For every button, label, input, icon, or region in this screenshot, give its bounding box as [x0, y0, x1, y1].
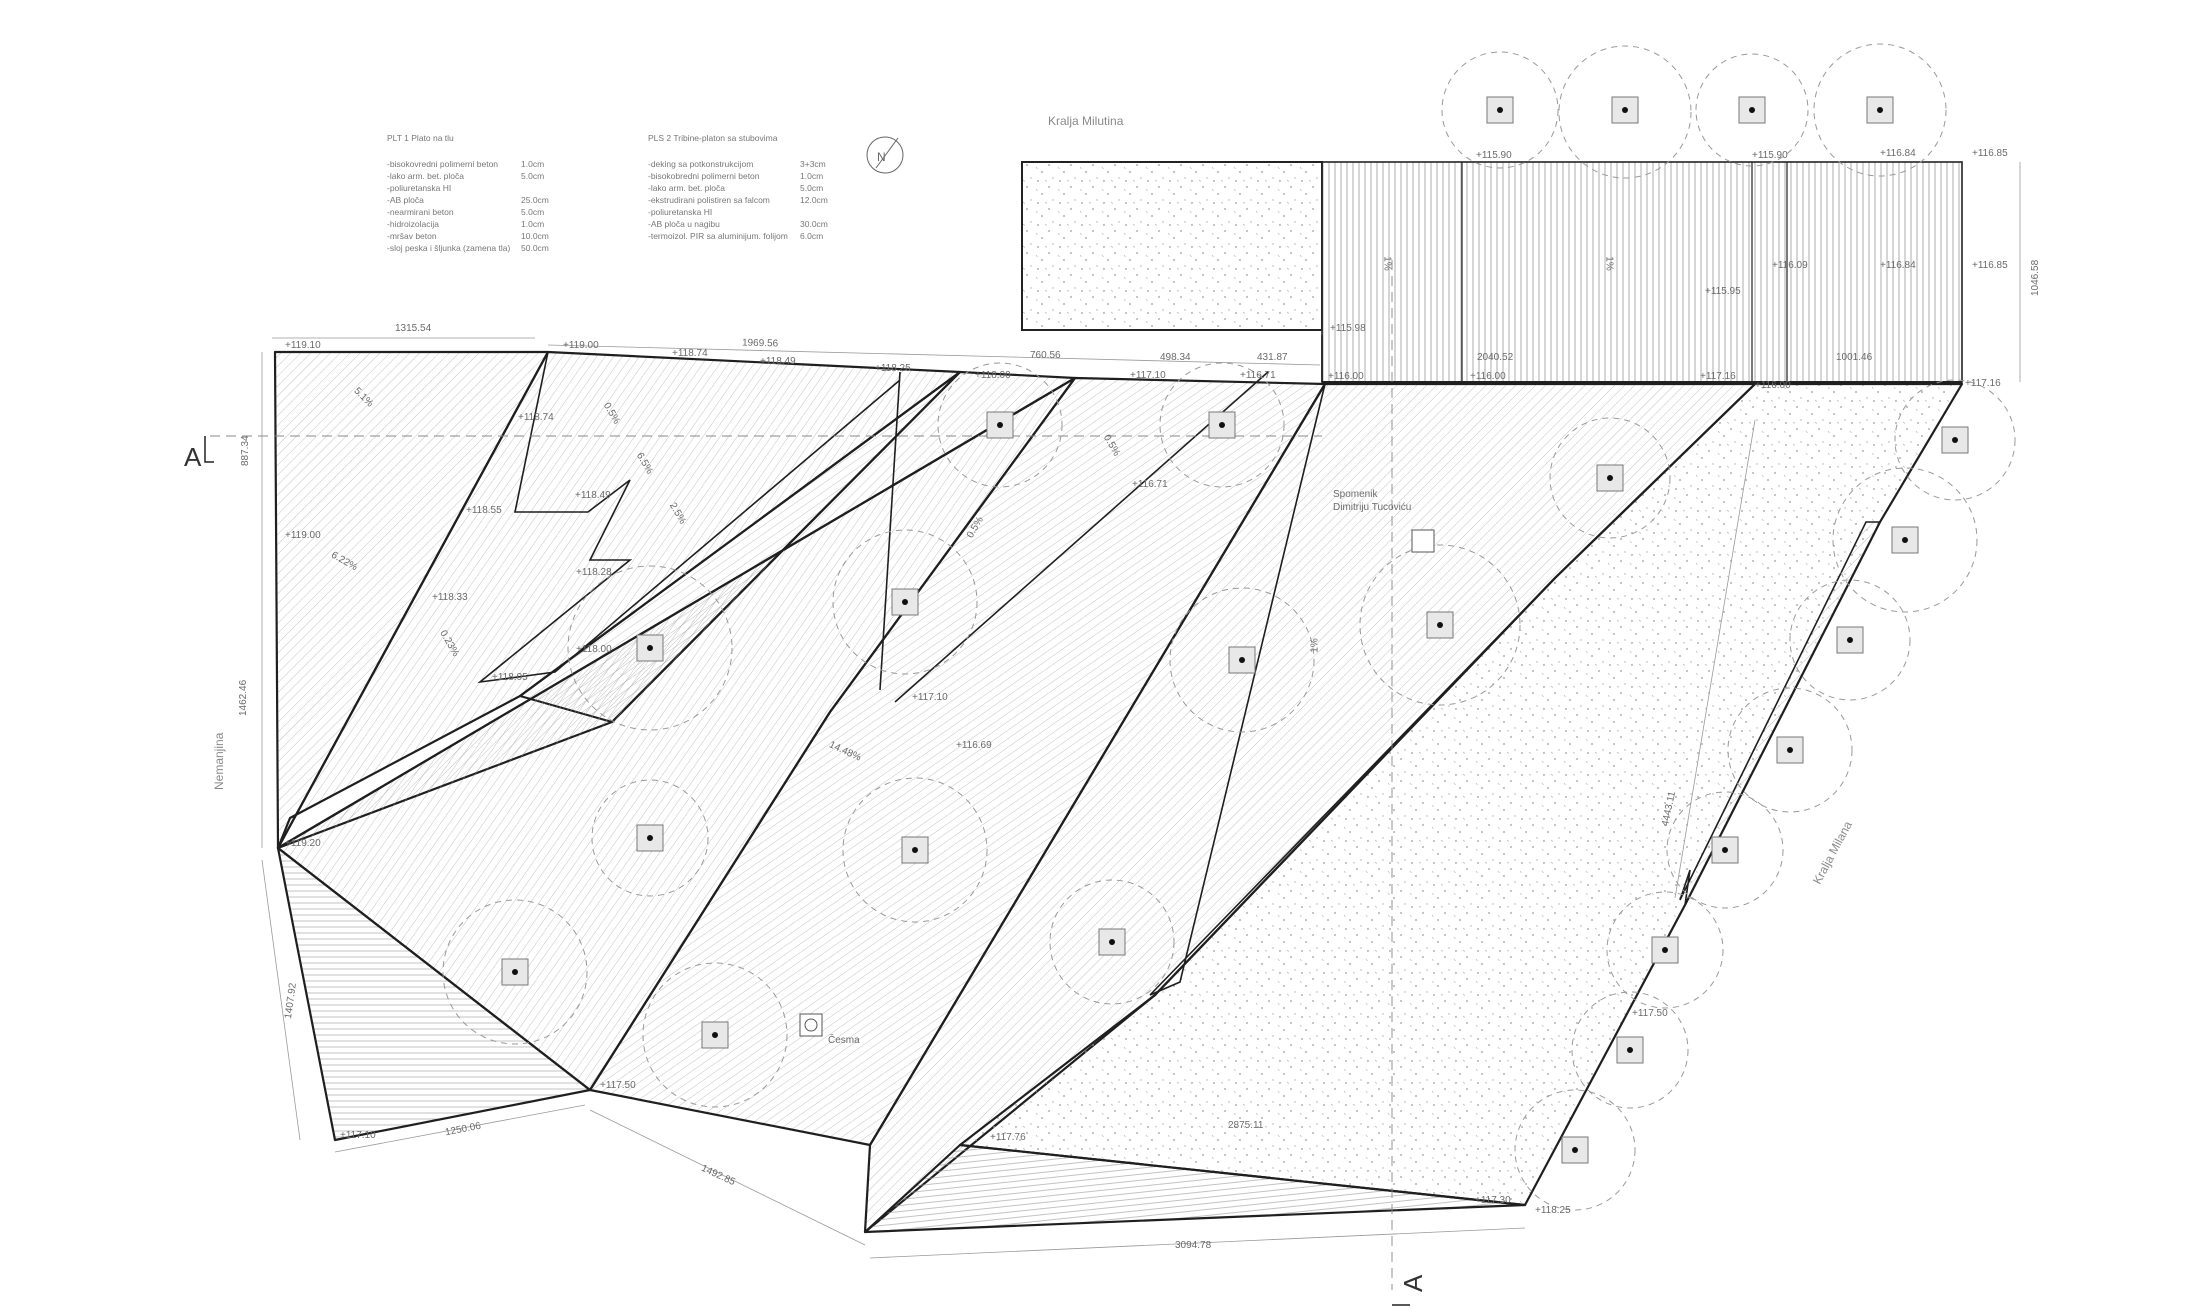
spec-title: PLS 2 Tribine-platon sa stubovima	[648, 133, 778, 143]
slope-label: 1%	[1309, 638, 1321, 653]
street-name-west: Nemanjina	[212, 732, 226, 790]
elevation-label: +116.00	[1470, 371, 1506, 382]
elevation-label: +118.05	[492, 672, 528, 683]
spec-row: -sloj peska i šljunka (zamena tla)50.0cm	[387, 243, 549, 253]
dimension-label: 1969.56	[741, 337, 779, 350]
elevation-label: +118.25	[1535, 1205, 1571, 1216]
elevation-label: +119.00	[563, 340, 599, 351]
elevation-label: +115.90	[1752, 150, 1788, 161]
elevation-label: +116.85	[1972, 260, 2008, 271]
platform	[273, 350, 1757, 1234]
spec-table-pls2: PLS 2 Tribine-platon sa stubovima -dekin…	[648, 132, 828, 242]
elevation-label: +118.74	[518, 412, 554, 423]
elevation-label: +116.85	[1972, 148, 2008, 159]
elevation-label: +118.25	[875, 363, 911, 374]
dimension-label: 1462.46	[238, 679, 249, 716]
north-arrow-label: N	[877, 150, 886, 164]
slope-label: 1%	[1603, 256, 1615, 271]
fountain-symbol	[799, 1013, 823, 1037]
dimension-label: 1315.54	[395, 323, 432, 334]
elevation-label: +118.55	[466, 505, 502, 516]
elevation-label: +117.50	[600, 1080, 636, 1091]
dimension-label: 3094.78	[1175, 1240, 1212, 1251]
dimension-label: 431.87	[1257, 352, 1288, 363]
elevation-label: +115.90	[1476, 150, 1512, 161]
paved-area-east	[958, 382, 1964, 1207]
paved-area-north	[1021, 161, 1323, 331]
elevation-label: +118.33	[432, 592, 468, 603]
dimension-label: 498.34	[1160, 352, 1191, 363]
north-arrow-symbol	[866, 136, 904, 174]
elevation-label: +116.71	[1240, 370, 1276, 381]
dimension-label: 1046.58	[2030, 259, 2041, 296]
dimension-label: 2875.11	[1228, 1120, 1264, 1131]
elevation-label: +115.98	[1330, 323, 1366, 334]
elevation-label: +116.00	[1328, 371, 1364, 382]
dimension-label: 2040.52	[1477, 352, 1514, 363]
spec-table-plt1: PLT 1 Plato na tlu -bisokovredni polimer…	[387, 132, 549, 254]
dimension-label: 760.56	[1030, 350, 1061, 361]
elevation-label: +116.69	[956, 740, 992, 751]
decking-area	[1321, 161, 1963, 383]
monument-label: Spomenik Dimitriju Tucoviću	[1333, 489, 1412, 513]
elevation-label: +117.10	[912, 692, 948, 703]
elevation-label: +117.10	[1130, 370, 1166, 381]
dimension-label: 1001.46	[1836, 352, 1873, 363]
elevation-label: +117.30	[1475, 1195, 1511, 1206]
elevation-label: +115.95	[1705, 286, 1741, 297]
elevation-label: +119.20	[285, 838, 321, 849]
monument-symbol	[1411, 529, 1435, 553]
slope-label: 1%	[1381, 256, 1393, 271]
elevation-label: +118.49	[760, 356, 796, 367]
elevation-label: +116.71	[1132, 479, 1168, 490]
street-name-north: Kralja Milutina	[1048, 114, 1124, 128]
dimension-label: 887.34	[240, 435, 251, 466]
elevation-label: +117.50	[1632, 1008, 1668, 1019]
elevation-label: +116.00	[1755, 380, 1791, 391]
fountain-label: Česma	[828, 1035, 860, 1046]
elevation-label: +116.84	[1880, 148, 1916, 159]
elevation-label: +119.00	[285, 530, 321, 541]
spec-title: PLT 1 Plato na tlu	[387, 133, 454, 143]
elevation-label: +118.00	[576, 644, 612, 655]
elevation-label: +117.16	[1700, 371, 1736, 382]
spec-row: -poliuretanska HI	[387, 183, 452, 193]
section-marker-a-south: A	[1398, 1274, 1428, 1292]
elevation-label: +117.76	[990, 1132, 1026, 1143]
tree-pits	[501, 96, 1969, 1164]
elevation-label: +118.74	[672, 348, 708, 359]
elevation-label: +116.84	[1880, 260, 1916, 271]
elevation-label: +117.10	[340, 1130, 376, 1141]
elevation-label: +117.16	[1965, 378, 2001, 389]
spec-row: -poliuretanska HI	[648, 207, 713, 217]
elevation-label: +118.49	[575, 490, 611, 501]
elevation-label: +119.10	[285, 340, 321, 351]
elevation-label: +116.09	[1772, 260, 1808, 271]
section-marker-a-west: A	[184, 442, 202, 472]
elevation-label: +118.00	[975, 370, 1011, 381]
elevation-label: +118.28	[576, 567, 612, 578]
